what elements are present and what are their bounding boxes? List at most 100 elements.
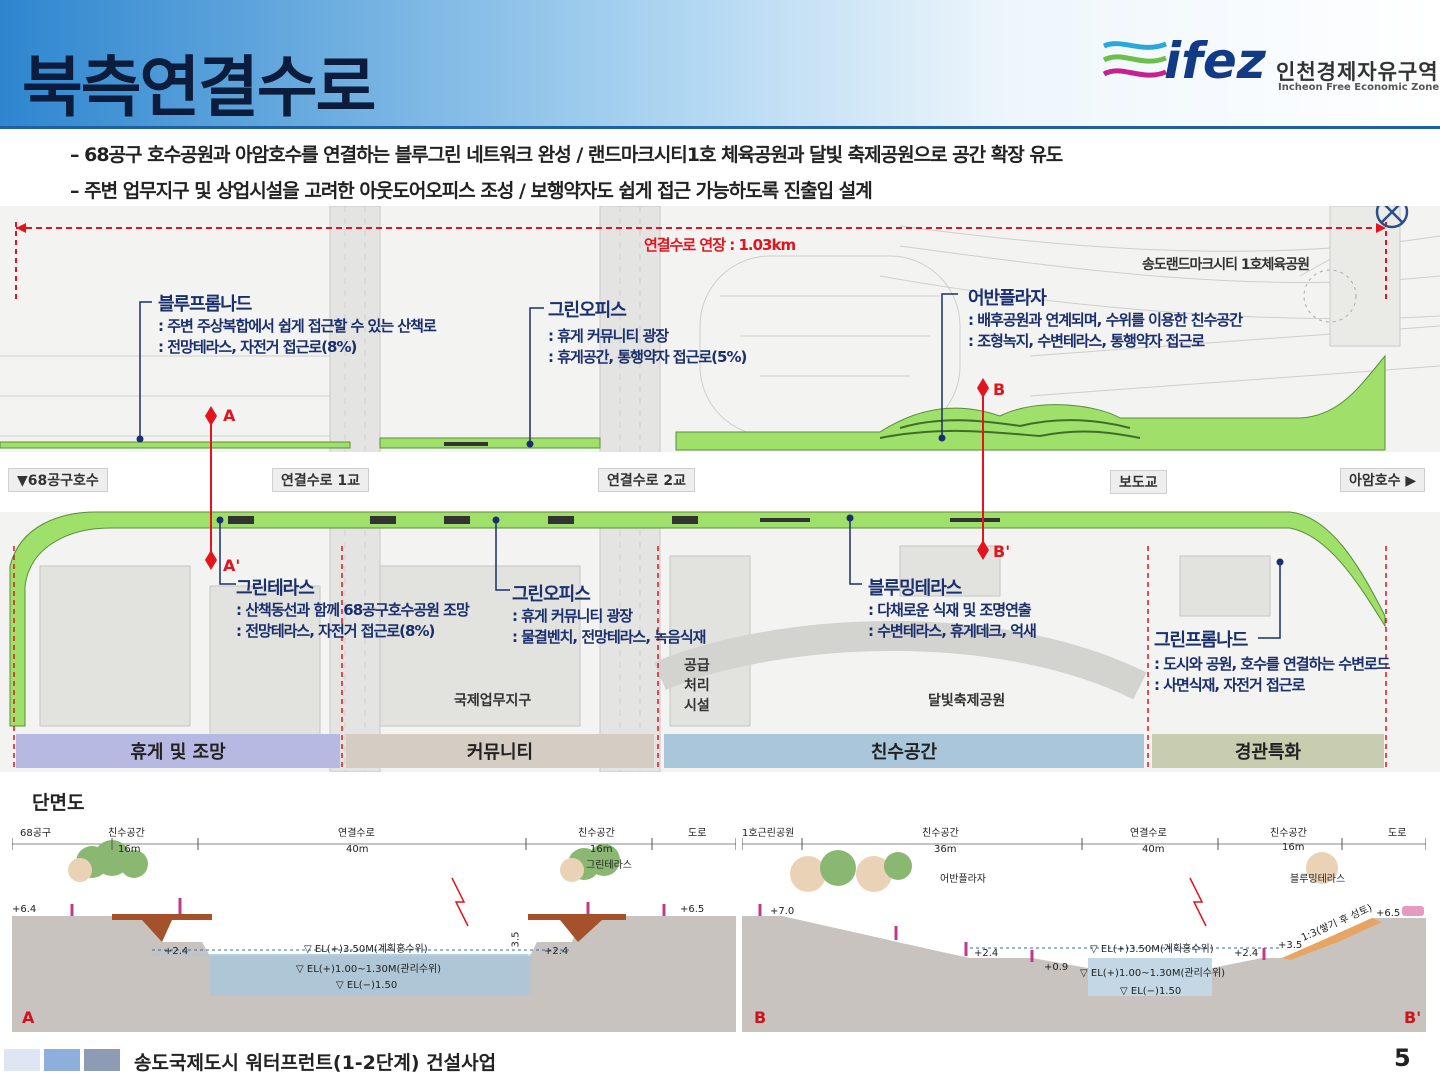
section-a-level: +6.5 — [680, 904, 705, 915]
section-b-width: 40m — [1142, 844, 1165, 855]
bullet-1: – 68공구 호수공원과 아암호수를 연결하는 블루그린 네트워크 완성 / 랜… — [70, 144, 1063, 166]
callout-line: : 휴게 커뮤니티 광장 — [512, 607, 633, 625]
callout-line: : 전망테라스, 자전거 접근로(8%) — [236, 622, 435, 640]
section-b-level: +7.0 — [770, 906, 795, 917]
callout-line: : 배후공원과 연계되며, 수위를 이용한 친수공간 — [968, 311, 1243, 329]
marker-a-prime: A' — [223, 556, 241, 575]
callout-line: : 사면식재, 자전거 접근로 — [1154, 676, 1305, 694]
callout-title: 그린오피스 — [512, 584, 591, 605]
section-b-letter: B — [754, 1008, 767, 1027]
section-b-feature: 블루밍테라스 — [1290, 874, 1346, 885]
section-b-head: 친수공간 — [922, 828, 959, 839]
callout-title: 블루프롬나드 — [158, 294, 252, 315]
callout-line: : 전망테라스, 자전거 접근로(8%) — [158, 338, 357, 356]
bullet-2: – 주변 업무지구 및 상업시설을 고려한 아웃도어오피스 조성 / 보행약자도… — [70, 180, 873, 202]
section-b-water-level: ▽ EL(+)1.00~1.30M(관리수위) — [1080, 968, 1226, 979]
section-b-level: +2.4 — [974, 948, 999, 959]
callout-title: 어반플라자 — [968, 288, 1047, 309]
section-b-head: 도로 — [1388, 828, 1407, 839]
business-district-label: 국제업무지구 — [454, 693, 532, 709]
section-b-level: +0.9 — [1044, 962, 1069, 973]
callout-title: 블루밍테라스 — [868, 578, 962, 599]
callout-urban-plaza: 어반플라자 : 배후공원과 연계되며, 수위를 이용한 친수공간 : 조형녹지,… — [968, 284, 1243, 352]
section-a-level: +2.4 — [544, 946, 569, 957]
bridge-2-label: 연결수로 2교 — [598, 468, 696, 492]
section-b-letter-prime: B' — [1404, 1008, 1422, 1027]
bridge-1-label: 연결수로 1교 — [272, 468, 370, 492]
lake-68-label: ▼68공구호수 — [8, 468, 108, 492]
section-b-head: 1호근린공원 — [742, 828, 795, 839]
section-a-head: 68공구 — [20, 828, 52, 839]
section-a-width: 16m — [590, 844, 613, 855]
page-number: 5 — [1394, 1044, 1411, 1072]
footer-swatch-1 — [4, 1049, 40, 1071]
zone-waterfront: 친수공간 — [664, 734, 1144, 768]
zone-community: 커뮤니티 — [346, 734, 654, 768]
section-a: 68공구 친수공간 연결수로 친수공간 도로 16m 40m 16m 그린테라스… — [12, 818, 736, 1032]
ifez-wave-icon — [1102, 41, 1167, 78]
section-b-feature: 어반플라자 — [940, 874, 986, 885]
section-a-head: 친수공간 — [578, 828, 615, 839]
section-a-head: 연결수로 — [338, 828, 375, 839]
marker-a: A — [223, 406, 236, 425]
section-a-width: 16m — [118, 844, 141, 855]
callout-title: 그린프롬나드 — [1154, 630, 1248, 651]
page-title: 북측연결수로 — [22, 49, 376, 126]
callout-line: : 도시와 공원, 호수를 연결하는 수변로드 — [1154, 655, 1391, 673]
callout-line: : 수변테라스, 휴게데크, 억새 — [868, 622, 1037, 640]
callout-line: : 다채로운 식재 및 조명연출 — [868, 601, 1032, 619]
moon-park-label: 달빛축제공원 — [928, 693, 1006, 709]
callout-line: : 휴게공간, 통행약자 접근로(5%) — [548, 348, 747, 366]
footbridge-label: 보도교 — [1110, 470, 1167, 494]
section-a-water-level: ▽ EL(+)3.50M(계획홍수위) — [304, 944, 428, 955]
park-label: 송도랜드마크시티 1호체육공원 — [1142, 257, 1310, 273]
callout-blue-promenade: 블루프롬나드 : 주변 주상복합에서 쉽게 접근할 수 있는 산책로 : 전망테… — [158, 290, 437, 358]
zone-rest-view: 휴게 및 조망 — [16, 734, 340, 768]
ifez-logo: ifez 인천경제자유구역 Incheon Free Economic Zone — [1102, 32, 1439, 98]
section-b-level: +6.5 — [1376, 908, 1401, 919]
section-b: 1호근린공원 친수공간 연결수로 친수공간 도로 36m 40m 16m 어반플… — [742, 818, 1426, 1032]
footer-swatch-2 — [44, 1049, 80, 1071]
marker-b-prime: B' — [993, 542, 1011, 561]
north-compass-icon — [1375, 206, 1409, 229]
marker-b: B — [993, 380, 1006, 399]
section-a-height: 3.5 — [510, 931, 522, 948]
section-a-level: +2.4 — [164, 946, 189, 957]
section-b-width: 36m — [934, 844, 957, 855]
section-a-head: 친수공간 — [108, 828, 145, 839]
section-a-width: 40m — [346, 844, 369, 855]
section-b-level: +3.5 — [1278, 940, 1303, 951]
section-b-water-level: ▽ EL(+)3.50M(계획홍수위) — [1090, 944, 1214, 955]
section-b-level: +2.4 — [1234, 948, 1259, 959]
section-a-water-level: ▽ EL(+)1.00~1.30M(관리수위) — [296, 964, 442, 975]
section-b-width: 16m — [1282, 842, 1305, 853]
callout-green-terrace: 그린테라스 : 산책동선과 함께 68공구호수공원 조망 : 전망테라스, 자전… — [236, 574, 470, 642]
section-a-letter: A — [22, 1008, 35, 1027]
callout-line: : 물결벤치, 전망테라스, 녹음식재 — [512, 628, 706, 646]
supply-line: 처리 — [684, 678, 710, 694]
callout-line: : 주변 주상복합에서 쉽게 접근할 수 있는 산책로 — [158, 317, 437, 335]
header-banner — [0, 0, 1440, 128]
footer-project-title: 송도국제도시 워터프런트(1-2단계) 건설사업 — [134, 1052, 497, 1074]
section-b-drawing — [742, 838, 1426, 1032]
callout-title: 그린오피스 — [548, 300, 627, 321]
aam-lake-label: 아암호수 ▶ — [1340, 468, 1426, 492]
header-divider — [0, 126, 1440, 129]
section-title: 단면도 — [32, 792, 85, 814]
callout-green-office-bottom: 그린오피스 : 휴게 커뮤니티 광장 : 물결벤치, 전망테라스, 녹음식재 — [512, 580, 706, 648]
supply-line: 시설 — [684, 698, 710, 714]
logo-english: Incheon Free Economic Zone — [1278, 82, 1440, 93]
canal-length-label: 연결수로 연장 : 1.03km — [644, 236, 796, 254]
section-a-level: +6.4 — [12, 904, 37, 915]
callout-line: : 조형녹지, 수변테라스, 통행약자 접근로 — [968, 332, 1205, 350]
logo-korean: 인천경제자유구역 — [1276, 60, 1439, 84]
logo-wordmark: ifez — [1164, 32, 1266, 90]
supply-line: 공급 — [684, 658, 710, 674]
callout-line: : 산책동선과 함께 68공구호수공원 조망 — [236, 601, 470, 619]
site-plan: N 연결수로 연장 : 1.03km 송도랜드마크시티 1호체육공원 A A' … — [0, 206, 1440, 772]
callout-line: : 휴게 커뮤니티 광장 — [548, 327, 669, 345]
section-b-water-level: ▽ EL(−)1.50 — [1120, 986, 1182, 997]
section-a-head: 도로 — [688, 828, 707, 839]
callout-green-office-top: 그린오피스 : 휴게 커뮤니티 광장 : 휴게공간, 통행약자 접근로(5%) — [548, 296, 747, 368]
callout-green-promenade: 그린프롬나드 : 도시와 공원, 호수를 연결하는 수변로드 : 사면식재, 자… — [1154, 626, 1391, 696]
